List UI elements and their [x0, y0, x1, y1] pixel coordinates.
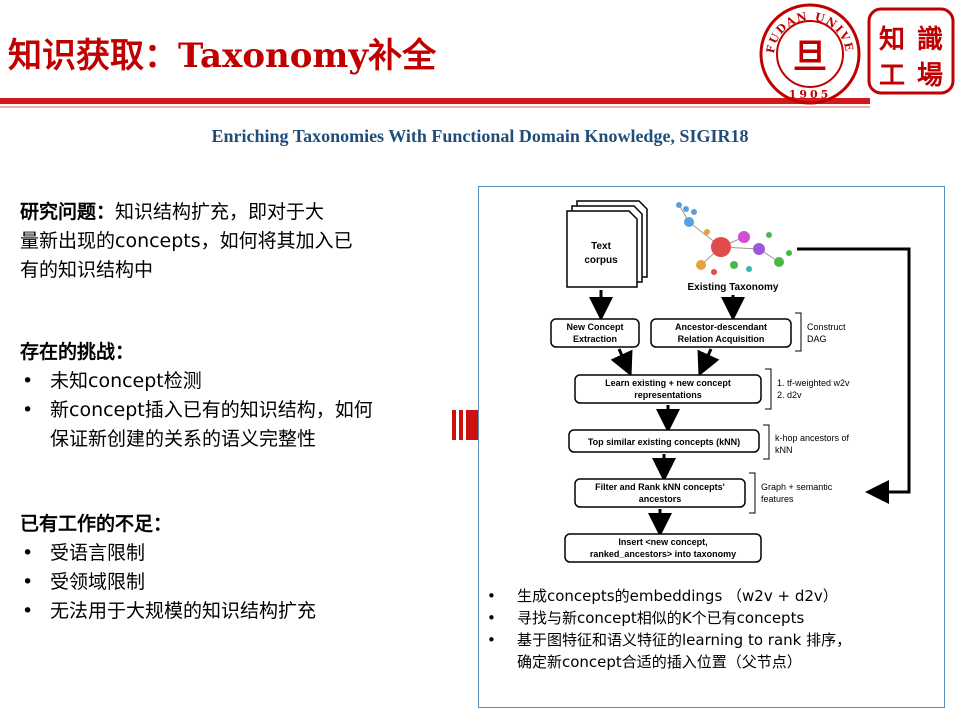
- ancestor-relation-box: [650, 318, 792, 348]
- text-corpus-label-1: Text: [591, 241, 611, 252]
- slide-title: 知识获取：Taxonomy补全: [8, 36, 437, 76]
- repr-note-1: 1. tf-weighted w2v: [777, 378, 850, 388]
- figure-bullets: 生成concepts的embeddings （w2v + d2v） 寻找与新co…: [479, 585, 939, 651]
- figure-bullet: 寻找与新concept相似的K个已有concepts: [479, 607, 939, 629]
- ancestor-relation-label-1: Ancestor-descendant: [675, 322, 767, 332]
- research-problem-line-2: 量新出现的concepts，如何将其加入已: [20, 230, 353, 252]
- shortcoming-item: 受领域限制: [20, 568, 460, 597]
- filter-rank-box: [574, 478, 746, 508]
- university-glyph: 旦: [793, 37, 827, 77]
- taxonomy-graph-icon: [676, 202, 792, 275]
- top-similar-box: [568, 429, 760, 453]
- text-corpus-label-2: corpus: [584, 255, 618, 266]
- construct-dag-note-1: Construct: [807, 322, 846, 332]
- research-problem-line-1: 知识结构扩充，即对于大: [115, 201, 325, 223]
- university-year: 1905: [789, 88, 832, 101]
- lab-char-1: 知: [879, 25, 905, 55]
- challenge-item: 未知concept检测: [20, 367, 460, 396]
- knn-note-2: kNN: [775, 445, 793, 455]
- title-divider: [0, 98, 870, 104]
- research-problem: 研究问题：知识结构扩充，即对于大 量新出现的concepts，如何将其加入已 有…: [20, 198, 440, 285]
- graph-note-2: features: [761, 494, 794, 504]
- taxonomy-feedback-arrow: [797, 247, 911, 504]
- challenges-section: 存在的挑战： 未知concept检测 新concept插入已有的知识结构，如何 …: [20, 338, 460, 454]
- challenge-item-continued: 保证新创建的关系的语义完整性: [50, 428, 317, 450]
- lab-logo: 知 識 工 場: [867, 7, 955, 95]
- shortcoming-item: 受语言限制: [20, 539, 460, 568]
- top-similar-label: Top similar existing concepts (kNN): [588, 437, 740, 447]
- learn-representation-box: [574, 374, 762, 404]
- insert-box: [564, 533, 762, 563]
- shortcomings-section: 已有工作的不足： 受语言限制 受领域限制 无法用于大规模的知识结构扩充: [20, 510, 460, 626]
- challenges-heading: 存在的挑战：: [20, 341, 135, 363]
- insert-label-1: Insert <new concept,: [618, 537, 707, 547]
- lab-char-2: 識: [917, 25, 943, 55]
- figure-bullet: 基于图特征和语义特征的learning to rank 排序，: [479, 629, 939, 651]
- repr-note-2: 2. d2v: [777, 390, 802, 400]
- construct-dag-note-2: DAG: [807, 334, 827, 344]
- title-divider-shadow: [0, 106, 870, 108]
- ancestor-relation-label-2: Relation Acquisition: [678, 334, 765, 344]
- shortcomings-heading: 已有工作的不足：: [20, 513, 173, 535]
- learn-repr-label-2: representations: [634, 390, 702, 400]
- text-corpus-icon: Text corpus: [566, 200, 648, 288]
- research-problem-line-3: 有的知识结构中: [20, 259, 154, 281]
- filter-rank-label-2: ancestors: [639, 494, 682, 504]
- new-concept-extraction-box: [550, 318, 640, 348]
- knn-note-1: k-hop ancestors of: [775, 433, 850, 443]
- shortcoming-item: 无法用于大规模的知识结构扩充: [20, 597, 460, 626]
- figure-bullet-continued: 确定新concept合适的插入位置（父节点）: [517, 653, 802, 671]
- research-problem-label: 研究问题：: [20, 201, 116, 223]
- graph-note-1: Graph + semantic: [761, 482, 833, 492]
- learn-repr-label-1: Learn existing + new concept: [605, 378, 731, 388]
- paper-subtitle: Enriching Taxonomies With Functional Dom…: [211, 126, 749, 146]
- figure-panel: Text corpus: [478, 186, 945, 708]
- pipeline-diagram: Text corpus: [550, 200, 911, 563]
- lab-char-3: 工: [879, 61, 905, 91]
- new-concept-extraction-label-1: New Concept: [566, 322, 623, 332]
- insert-label-2: ranked_ancestors> into taxonomy: [590, 549, 736, 559]
- existing-taxonomy-label: Existing Taxonomy: [688, 282, 779, 293]
- filter-rank-label-1: Filter and Rank kNN concepts': [595, 482, 725, 492]
- challenge-item: 新concept插入已有的知识结构，如何: [20, 396, 460, 425]
- lab-char-4: 場: [917, 61, 943, 91]
- figure-bullet: 生成concepts的embeddings （w2v + d2v）: [479, 585, 939, 607]
- new-concept-extraction-label-2: Extraction: [573, 334, 617, 344]
- fudan-university-logo: FUDAN UNIVERSITY 旦 1905: [758, 2, 861, 105]
